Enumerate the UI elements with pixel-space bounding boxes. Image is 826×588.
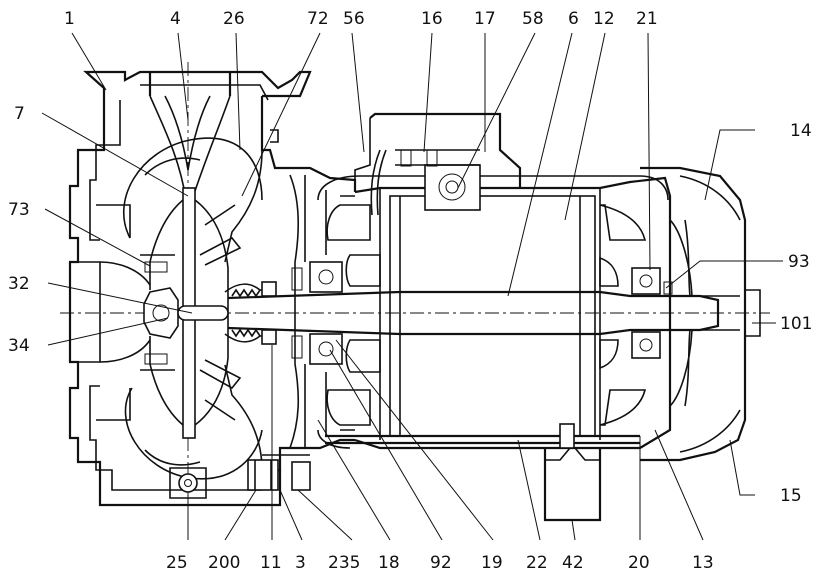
callout-72: 72 [307, 9, 329, 29]
callout-73: 73 [8, 200, 30, 220]
callout-22: 22 [526, 553, 548, 573]
callout-11: 11 [260, 553, 282, 573]
impeller-nut [143, 287, 229, 339]
callouts-right: 14 93 101 [780, 121, 812, 334]
rear-bearing [631, 267, 673, 359]
callout-200: 200 [208, 553, 240, 573]
callout-19: 19 [481, 553, 503, 573]
callouts-bottom: 25 200 11 3 235 18 92 19 22 42 20 13 15 [166, 486, 802, 573]
callout-42: 42 [562, 553, 584, 573]
callout-17: 17 [474, 9, 496, 29]
callout-25: 25 [166, 553, 188, 573]
callout-92: 92 [430, 553, 452, 573]
callout-58: 58 [522, 9, 544, 29]
callout-3: 3 [295, 553, 306, 573]
callout-7: 7 [14, 104, 25, 124]
callout-16: 16 [421, 9, 443, 29]
callout-21: 21 [636, 9, 658, 29]
callout-26: 26 [223, 9, 245, 29]
callout-12: 12 [593, 9, 615, 29]
callout-235: 235 [328, 553, 360, 573]
front-bearing [291, 261, 343, 365]
callout-15: 15 [780, 486, 802, 506]
motor-shaft [227, 290, 720, 336]
callout-14: 14 [790, 121, 812, 141]
callouts-top: 1 4 26 72 56 16 17 58 6 12 21 [64, 9, 658, 29]
callout-13: 13 [692, 553, 714, 573]
callout-18: 18 [378, 553, 400, 573]
callout-1: 1 [64, 9, 75, 29]
callout-6: 6 [568, 9, 579, 29]
callout-93: 93 [788, 252, 810, 272]
callout-32: 32 [8, 274, 30, 294]
callout-34: 34 [8, 336, 30, 356]
callout-101: 101 [780, 314, 812, 334]
fan-cover [640, 166, 761, 462]
motor-bracket [224, 96, 357, 491]
leader-lines [41, 32, 783, 541]
callout-20: 20 [628, 553, 650, 573]
callout-56: 56 [343, 9, 365, 29]
callouts-left: 7 73 32 34 [8, 104, 30, 356]
callout-4: 4 [170, 9, 181, 29]
motor-housing [317, 112, 672, 522]
